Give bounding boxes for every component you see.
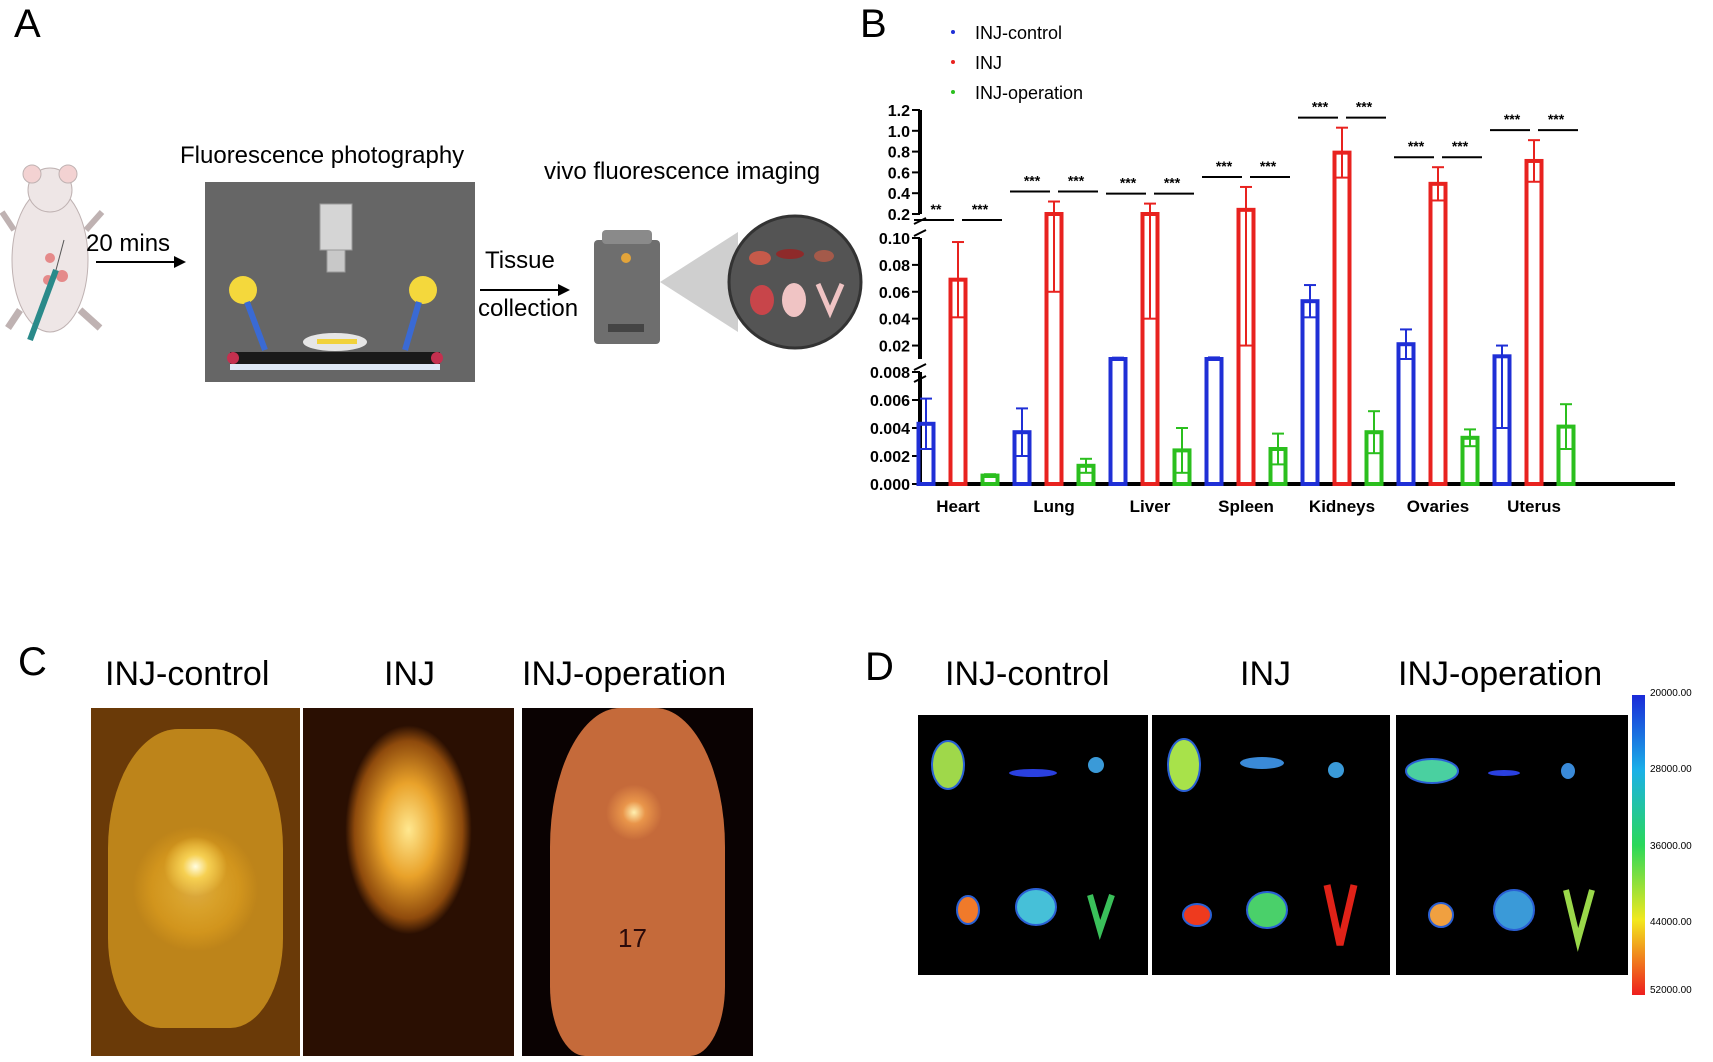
x-tick-label: Ovaries: [1407, 497, 1469, 516]
significance-label: ***: [1068, 173, 1085, 189]
vivo-imaging-label: vivo fluorescence imaging: [544, 158, 821, 185]
y-tick-label: 0.2: [888, 207, 910, 224]
significance-label: ***: [1164, 175, 1181, 191]
c-photo-inj: [303, 708, 514, 1056]
y-tick-label: 0.04: [879, 312, 910, 329]
x-tick-label: Heart: [936, 497, 980, 516]
significance-label: ***: [1504, 111, 1521, 127]
c-photo-inj-operation: 17: [522, 708, 753, 1056]
x-tick-label: Liver: [1130, 497, 1171, 516]
y-tick-label: 0.06: [879, 285, 910, 302]
significance-label: **: [931, 201, 942, 217]
significance-label: ***: [1312, 99, 1329, 115]
x-tick-label: Lung: [1033, 497, 1075, 516]
y-tick-label: 0.6: [888, 165, 910, 182]
d-image-inj: [1152, 715, 1390, 975]
y-tick-label: 0.4: [888, 186, 910, 203]
bar: [1396, 342, 1416, 487]
significance-label: ***: [1024, 173, 1041, 189]
arrow-icon: [480, 284, 570, 296]
bar-chart: uptake rate of fluorescein sodium in the…: [870, 23, 1675, 516]
d-image-inj-control: [918, 715, 1148, 975]
bar: [1332, 150, 1352, 486]
fluorescence-photography-label: Fluorescence photography: [180, 142, 465, 169]
x-tick-label: Kidneys: [1309, 497, 1375, 516]
y-tick-label: 0.008: [870, 365, 910, 382]
significance-label: ***: [1120, 175, 1137, 191]
y-tick-label: 0.004: [870, 421, 910, 438]
axis-break: [913, 363, 927, 371]
c-label-inj: INJ: [384, 655, 435, 693]
legend-label: INJ: [975, 53, 1002, 73]
panel-a-letter: A: [14, 2, 41, 46]
colorbar: [1632, 695, 1645, 995]
tissue-label: Tissue: [485, 247, 555, 274]
timing-label: 20 mins: [86, 230, 171, 257]
photography-setup-illustration: [205, 182, 475, 382]
colorbar-tick: 36000.00: [1650, 841, 1692, 852]
c-tattoo-number: 17: [618, 923, 647, 953]
legend-label: INJ-operation: [975, 83, 1083, 103]
significance-label: ***: [1260, 158, 1277, 174]
y-tick-label: 0.10: [879, 231, 910, 248]
arrow-icon: [96, 256, 186, 268]
significance-label: ***: [1452, 138, 1469, 154]
axis-break: [913, 229, 927, 237]
legend-marker: [951, 60, 955, 64]
significance-label: ***: [1356, 99, 1373, 115]
imaging-device-illustration: [594, 214, 863, 350]
d-label-inj-operation: INJ-operation: [1398, 655, 1603, 693]
y-tick-label: 0.8: [888, 145, 910, 162]
d-label-inj-control: INJ-control: [945, 655, 1110, 693]
y-tick-label: 0.02: [879, 339, 910, 356]
y-tick-label: 0.000: [870, 477, 910, 494]
significance-label: ***: [972, 201, 989, 217]
x-tick-label: Spleen: [1218, 497, 1274, 516]
d-image-inj-operation: [1396, 715, 1628, 975]
panel-b-letter: B: [860, 2, 887, 46]
x-tick-label: Uterus: [1507, 497, 1561, 516]
bar: [1524, 158, 1544, 487]
y-tick-label: 0.002: [870, 449, 910, 466]
colorbar-tick: 52000.00: [1650, 985, 1692, 996]
bar: [1108, 357, 1128, 486]
d-label-inj: INJ: [1240, 655, 1291, 693]
bar: [1428, 181, 1448, 486]
significance-label: ***: [1548, 111, 1565, 127]
y-tick-label: 1.2: [888, 103, 910, 120]
panel-d-letter: D: [865, 645, 894, 689]
c-label-inj-control: INJ-control: [105, 655, 270, 693]
legend-marker: [951, 90, 955, 94]
mouse-illustration: [0, 164, 105, 342]
y-tick-label: 0.006: [870, 393, 910, 410]
colorbar-tick: 28000.00: [1650, 764, 1692, 775]
legend-marker: [951, 30, 955, 34]
y-tick-label: 1.0: [888, 124, 910, 141]
legend-label: INJ-control: [975, 23, 1062, 43]
colorbar-tick: 44000.00: [1650, 917, 1692, 928]
c-label-inj-operation: INJ-operation: [522, 655, 727, 693]
colorbar-tick: 20000.00: [1650, 688, 1692, 699]
collection-label: collection: [478, 295, 579, 322]
c-photo-inj-control: [91, 708, 300, 1056]
bar: [1204, 357, 1224, 486]
axis-break: [913, 375, 927, 383]
panel-c-letter: C: [18, 640, 47, 684]
bar: [1300, 299, 1320, 487]
y-tick-label: 0.08: [879, 258, 910, 275]
significance-label: ***: [1216, 158, 1233, 174]
significance-label: ***: [1408, 138, 1425, 154]
